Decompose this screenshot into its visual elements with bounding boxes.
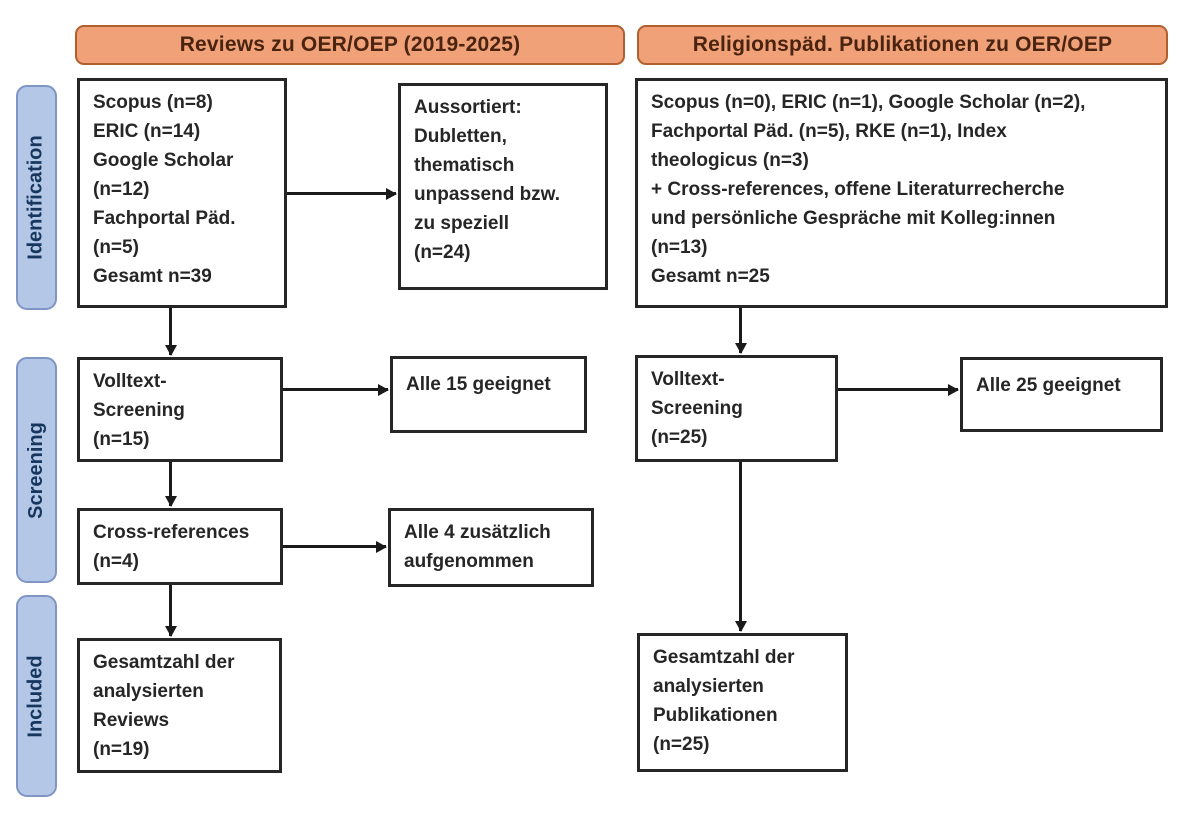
box-right-fulltext-screening: Volltext- Screening (n=25): [635, 355, 838, 462]
column-header-reviews: Reviews zu OER/OEP (2019-2025): [75, 25, 625, 65]
box-left-fulltext-screening: Volltext- Screening (n=15): [77, 357, 283, 462]
box-left-included-total: Gesamtzahl der analysierten Reviews (n=1…: [77, 638, 282, 773]
box-right-screening-result: Alle 25 geeignet: [960, 357, 1163, 432]
arrow-right-screening-to-included: [739, 462, 742, 631]
column-header-religionspaed: Religionspäd. Publikationen zu OER/OEP: [637, 25, 1168, 65]
box-right-included-total: Gesamtzahl der analysierten Publikatione…: [637, 633, 848, 772]
arrow-left-crossref-to-result: [283, 545, 386, 548]
box-left-crossref-result: Alle 4 zusätzlich aufgenommen: [388, 508, 594, 587]
stage-label-identification-text: Identification: [25, 135, 48, 260]
arrow-left-screening-to-crossref: [169, 462, 172, 506]
arrow-left-crossref-to-included: [169, 585, 172, 636]
box-left-cross-references: Cross-references (n=4): [77, 508, 283, 585]
stage-label-included: Included: [16, 595, 57, 797]
arrow-right-screening-to-result: [838, 388, 958, 391]
arrow-left-screening-to-result: [283, 388, 388, 391]
stage-label-included-text: Included: [25, 654, 48, 738]
box-left-screening-result: Alle 15 geeignet: [390, 356, 587, 433]
stage-label-screening-text: Screening: [25, 421, 48, 519]
box-left-excluded: Aussortiert: Dubletten, thematisch unpas…: [398, 83, 608, 290]
stage-label-screening: Screening: [16, 357, 57, 583]
box-right-identification-sources: Scopus (n=0), ERIC (n=1), Google Scholar…: [635, 78, 1168, 308]
arrow-left-sources-to-excluded: [287, 192, 396, 195]
stage-label-identification: Identification: [16, 85, 57, 310]
arrow-left-sources-to-screening: [169, 308, 172, 355]
box-left-identification-sources: Scopus (n=8) ERIC (n=14) Google Scholar …: [77, 78, 287, 308]
arrow-right-sources-to-screening: [739, 308, 742, 353]
